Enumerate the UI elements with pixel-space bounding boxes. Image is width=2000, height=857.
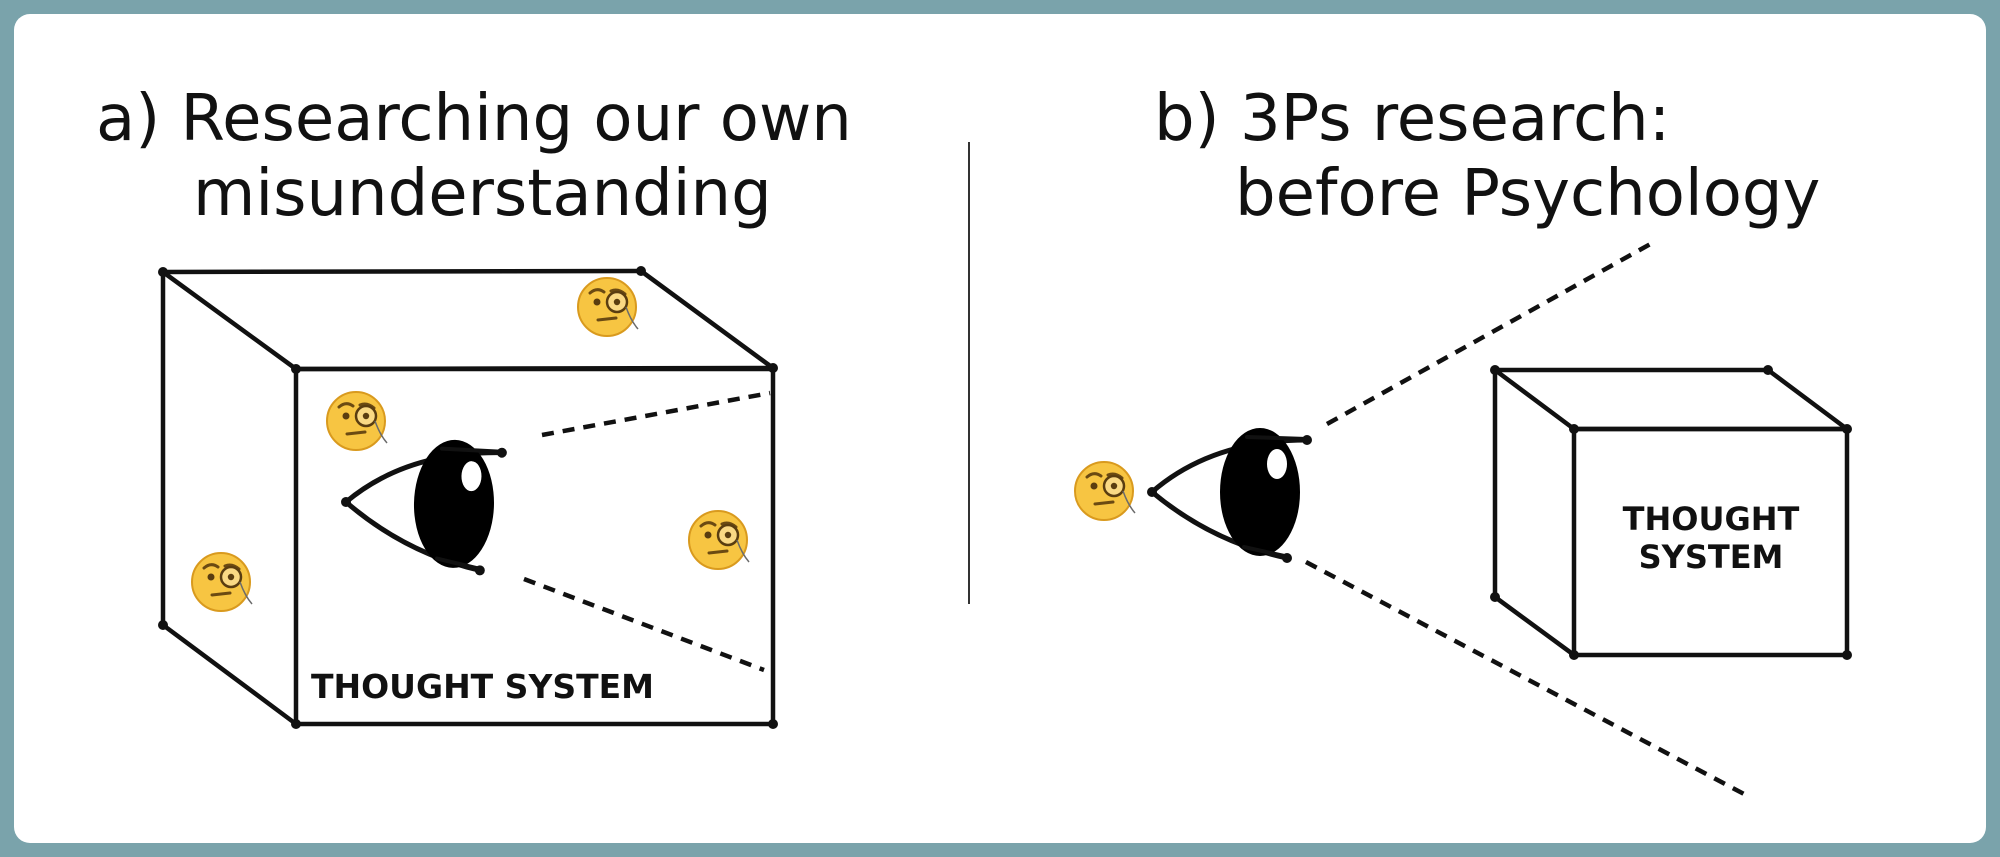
thought-system-label-a: THOUGHT SYSTEM <box>311 667 654 706</box>
eye-icon <box>1147 428 1312 563</box>
thought-system-label-b-line1: THOUGHT <box>1623 500 1800 538</box>
panel-a-title-line1: a) Researching our own <box>96 82 852 156</box>
monocle-face-icon <box>687 509 751 571</box>
panel-b-title-line2: before Psychology <box>1235 157 1821 231</box>
panel-a-title-line2: misunderstanding <box>193 157 772 231</box>
panel-b-title-line1: b) 3Ps research: <box>1154 82 1671 156</box>
thought-system-box-b <box>1490 365 1852 660</box>
diagram-artwork: THOUGHT SYSTEM THOUGHT SYSTEM <box>158 240 1852 796</box>
sight-lines-a <box>523 390 771 673</box>
monocle-face-icon <box>190 551 254 613</box>
monocle-face-icon <box>576 276 640 338</box>
eye-icon <box>340 438 507 576</box>
diagram-card: a) Researching our own misunderstanding … <box>14 14 1986 843</box>
thought-system-box-a <box>158 266 778 729</box>
thought-system-label-b-line2: SYSTEM <box>1639 538 1784 576</box>
panel-a-title: a) Researching our own misunderstanding <box>96 82 852 232</box>
panel-divider <box>968 142 970 604</box>
panel-b-title: b) 3Ps research: before Psychology <box>1154 82 1820 232</box>
monocle-face-icon <box>1073 460 1137 522</box>
monocle-face-icon <box>325 390 389 452</box>
